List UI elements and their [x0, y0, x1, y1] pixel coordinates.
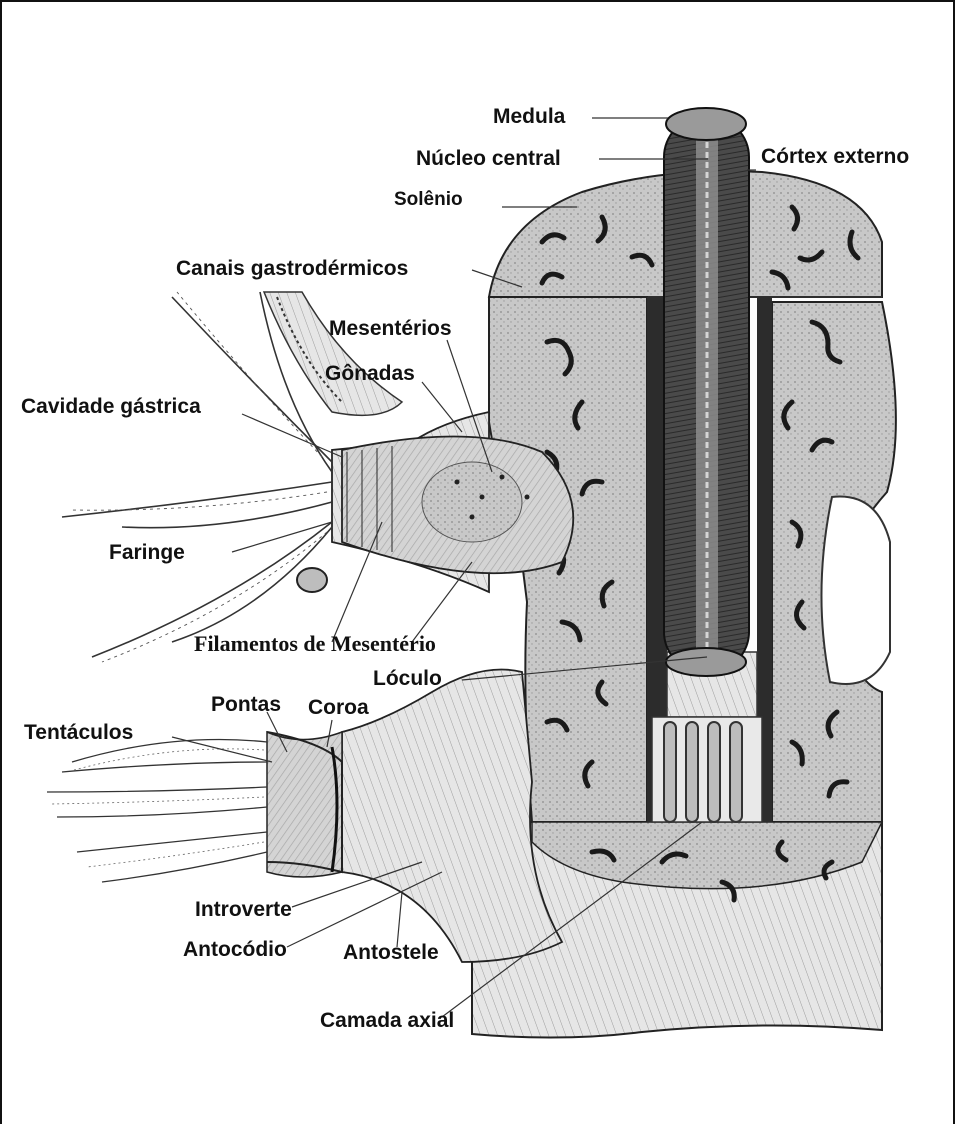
label-faringe: Faringe	[109, 542, 185, 563]
central-axis	[664, 108, 749, 676]
label-introverte: Introverte	[195, 899, 292, 920]
label-antostele: Antostele	[343, 942, 439, 963]
label-pontas: Pontas	[211, 694, 281, 715]
label-gonadas: Gônadas	[325, 363, 415, 384]
label-medula: Medula	[493, 106, 565, 127]
label-loculo: Lóculo	[373, 668, 442, 689]
label-tentaculos: Tentáculos	[24, 722, 133, 743]
label-coroa: Coroa	[308, 697, 369, 718]
label-solenio: Solênio	[394, 190, 463, 209]
label-antocodio: Antocódio	[183, 939, 287, 960]
label-cortex-externo: Córtex externo	[761, 146, 909, 167]
label-cavidade-gastrica: Cavidade gástrica	[21, 396, 201, 417]
retracted-polyp	[47, 670, 562, 963]
label-canais-gastrodermicos: Canais gastrodérmicos	[176, 258, 408, 279]
label-filamentos-de-mesenterio: Filamentos de Mesentério	[194, 633, 436, 655]
label-camada-axial: Camada axial	[320, 1010, 454, 1031]
label-mesenterios: Mesentérios	[329, 318, 452, 339]
label-nucleo-central: Núcleo central	[416, 148, 561, 169]
